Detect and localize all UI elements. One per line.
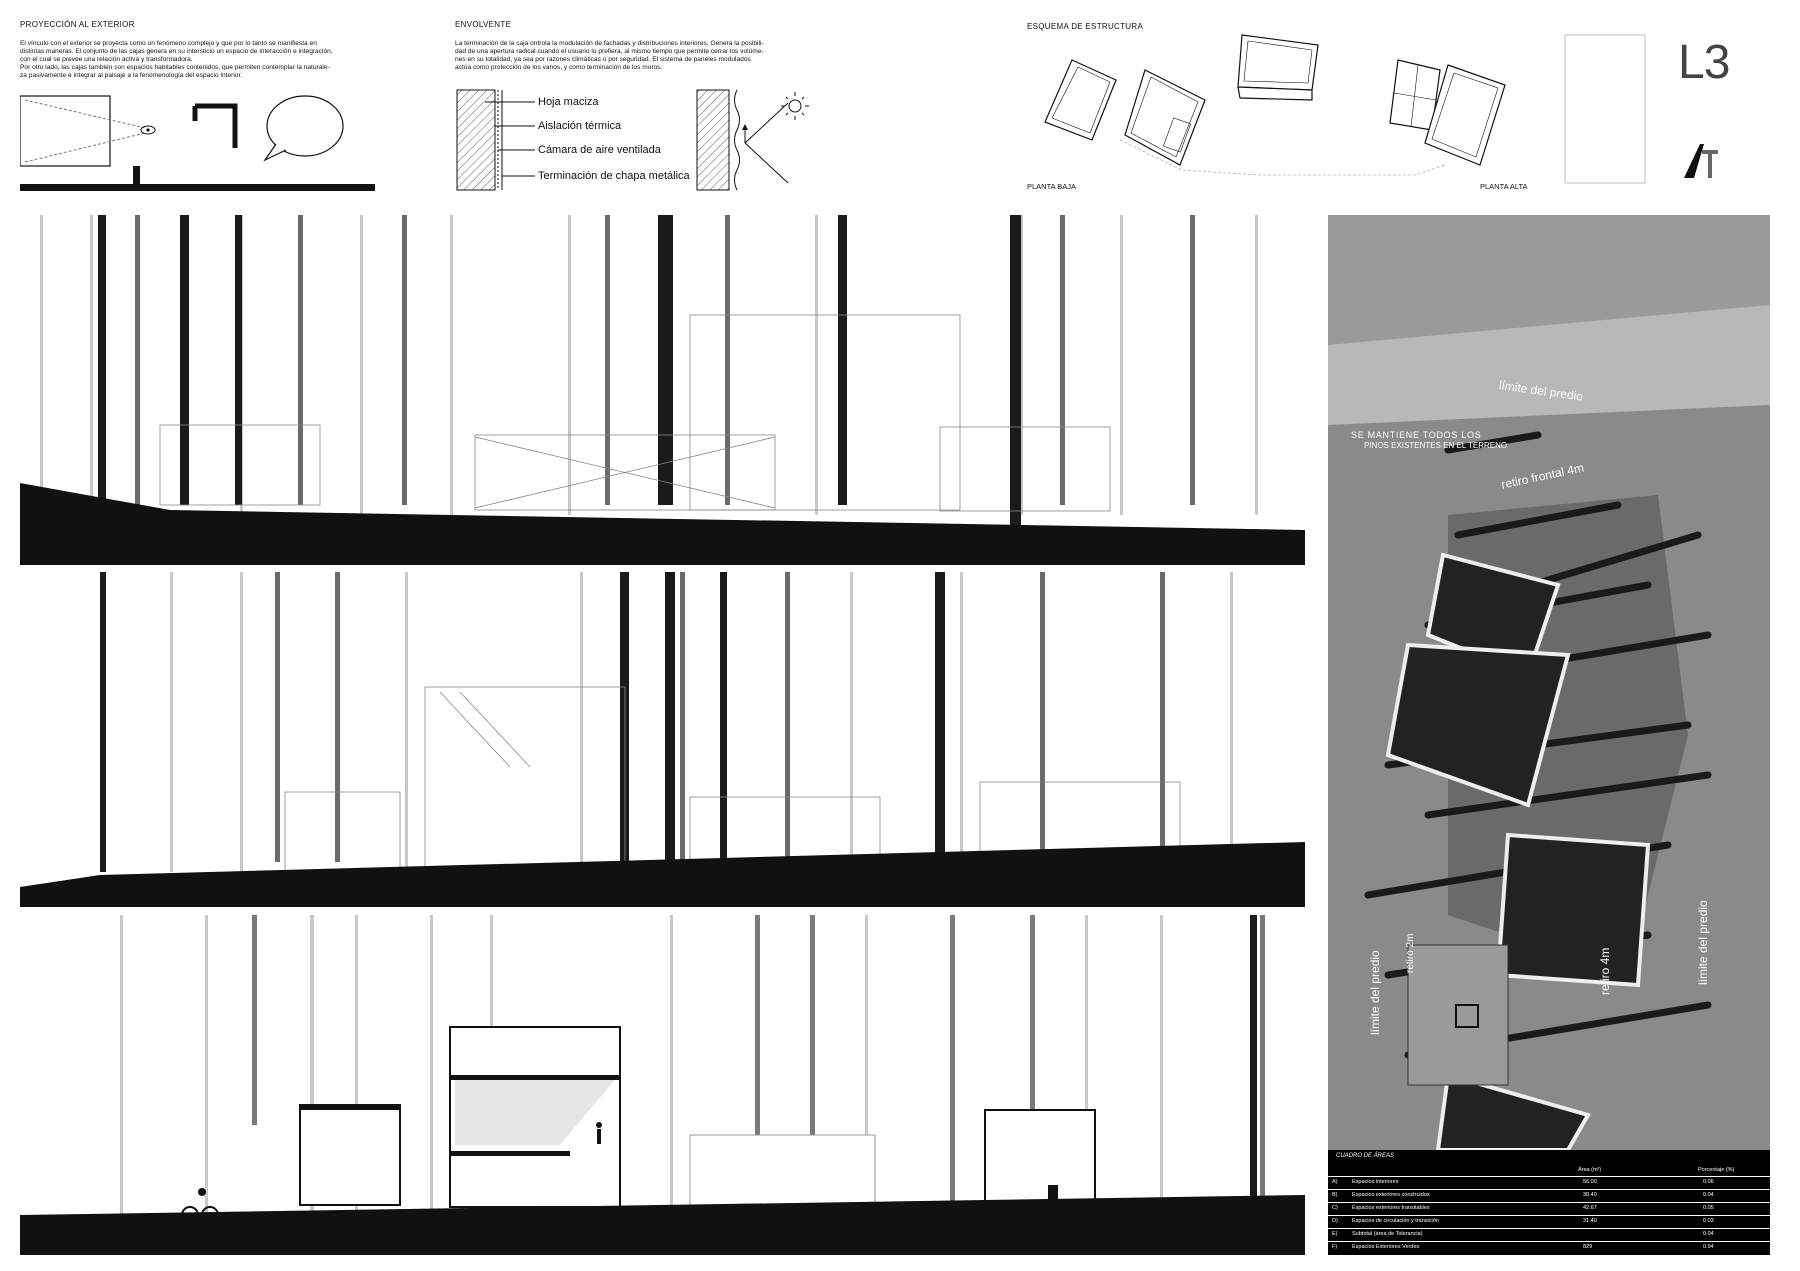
envolvente-text: La terminación de la caja ontrola la mod… [455,40,764,71]
label-note-line1: SE MANTIENE TODOS LOS [1351,430,1482,440]
drawing-fachada-este [20,215,1305,565]
caption-corte: CORTE A-A'_1/75 [1241,1242,1297,1249]
areas-col-area: Área (m²) [1578,1167,1602,1173]
site-plan-panel: límite del predio SE MANTIENE TODOS LOS … [1328,215,1770,1255]
proyeccion-diagram [20,95,375,191]
planta-alta-label: PLANTA ALTA [1480,182,1528,191]
sheet-code: L3 [1678,36,1730,89]
areas-table-title: CUADRO DE ÁREAS [1336,1153,1395,1159]
areas-col-pct: Porcentaje (%) [1698,1167,1735,1173]
proyeccion-text: El vínculo con el exterior se proyecta c… [20,40,333,79]
envolvente-title: ENVOLVENTE [455,20,512,29]
drawing-fachada-oeste [20,572,1305,907]
estructura-title: ESQUEMA DE ESTRUCTURA [1027,22,1144,31]
layer-label-chapa: Terminación de chapa metálica [538,170,690,182]
site-plan-drawing [1328,305,1770,1150]
panel-fachada-este: FACHADA ESTE_1/75 [20,215,1305,565]
structure-diagram [1044,34,1646,184]
panel-corte: CORTE A-A'_1/75 [20,915,1305,1255]
proyeccion-title: PROYECCIÓN AL EXTERIOR [20,20,135,29]
areas-row: E)Subtotal (área de Tolerancia)0.04 [1328,1228,1770,1240]
label-limite-left: límite del predio [1368,950,1382,1035]
label-retiro-2m: retiro 2m [1405,933,1416,973]
label-retiro-4m: retiro 4m [1598,947,1612,995]
label-note-line2: PINOS EXISTENTES EN EL TERRENO [1364,441,1508,450]
studio-logo [1684,144,1718,178]
caption-fachada-este: FACHADA ESTE_1/75 [1228,552,1297,559]
areas-table: CUADRO DE ÁREAS Área (m²) Porcentaje (%)… [1328,1150,1770,1255]
planta-baja-label: PLANTA BAJA [1027,182,1077,191]
label-limite-right: límite del predio [1696,900,1710,985]
layer-label-aislacion: Aislación térmica [538,120,622,132]
caption-fachada-oeste: FACHADA OESTE_1/75 [1222,894,1297,901]
layer-label-hoja: Hoja maciza [538,96,599,108]
layer-label-camara: Cámara de aire ventilada [538,144,661,156]
drawing-corte [20,915,1305,1255]
envolvente-diagram [456,89,809,191]
panel-fachada-oeste: FACHADA OESTE_1/75 [20,572,1305,907]
